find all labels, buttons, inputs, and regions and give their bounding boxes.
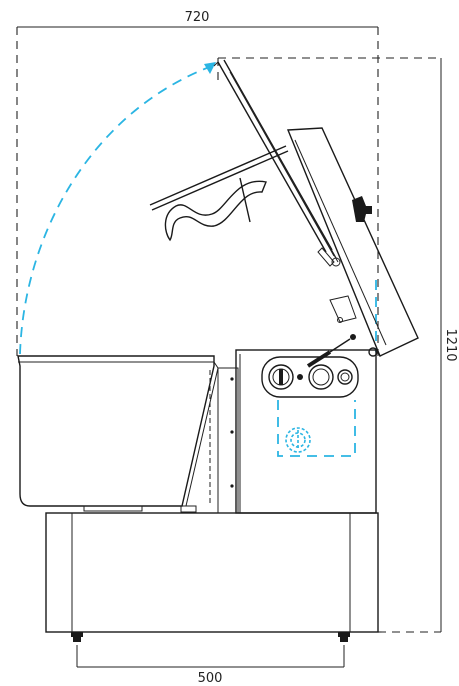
dough-hook — [164, 180, 267, 242]
screw-1 — [230, 377, 234, 381]
foot-right-bottom — [340, 637, 348, 642]
bracket-pin — [337, 317, 343, 323]
foot-left-top — [71, 632, 83, 637]
body-side-plate — [217, 367, 239, 514]
bowl-clip — [180, 505, 197, 513]
foot-dimension: 500 — [76, 645, 345, 686]
screw-2 — [230, 430, 234, 434]
bowl-guard-line — [185, 361, 219, 507]
gas-spring-rod — [329, 338, 351, 353]
screw-3 — [230, 484, 234, 488]
mixer-base — [45, 512, 379, 642]
head-housing-inner — [294, 139, 387, 346]
foot-left-bottom — [73, 637, 81, 642]
bowl-body — [17, 355, 215, 507]
start-button-outer — [308, 364, 334, 390]
hidden-switch-outer — [285, 427, 311, 453]
body-column — [235, 349, 377, 514]
mixing-bowl — [17, 355, 219, 513]
tilt-arc-path — [19, 65, 213, 355]
foot-label: 500 — [198, 671, 223, 686]
timer-knob-grip — [279, 369, 283, 385]
lid-plate-1 — [217, 61, 327, 253]
width-label: 720 — [185, 10, 210, 25]
timer-knob-outer — [268, 364, 294, 390]
bowl-base — [83, 505, 143, 512]
lid-latch — [317, 247, 335, 267]
stop-button — [337, 369, 353, 385]
tilt-arc — [19, 62, 377, 355]
head-housing — [286, 127, 419, 357]
head-handle-knob — [352, 196, 372, 222]
gas-spring-body — [306, 350, 332, 368]
hook-shaft — [239, 177, 251, 223]
hidden-switch — [277, 400, 356, 457]
gas-spring — [306, 334, 356, 368]
head-hinge — [368, 347, 378, 357]
start-button-inner — [312, 368, 330, 386]
hidden-switch-outline — [277, 400, 356, 457]
mixer-head — [149, 59, 419, 357]
stop-button-inner — [340, 372, 350, 382]
control-panel-frame — [261, 356, 359, 398]
mixer-body — [217, 349, 377, 514]
foot-right-top — [338, 632, 350, 637]
lid-tip — [213, 61, 219, 67]
hook-arm-bottom — [151, 150, 289, 211]
base-cabinet — [45, 512, 379, 633]
hook-arm-top — [149, 145, 287, 206]
head-bracket — [329, 295, 357, 323]
height-dimension: 1210 — [217, 57, 458, 633]
control-panel — [261, 356, 359, 398]
gas-spring-pivot — [350, 334, 356, 340]
lid-plate-7 — [257, 119, 331, 249]
tilt-arc-arrowhead — [204, 62, 216, 74]
width-dimension: 720 — [16, 10, 379, 356]
lid-latch-knob — [331, 257, 341, 267]
height-label: 1210 — [443, 328, 458, 361]
indicator-light — [297, 374, 303, 380]
